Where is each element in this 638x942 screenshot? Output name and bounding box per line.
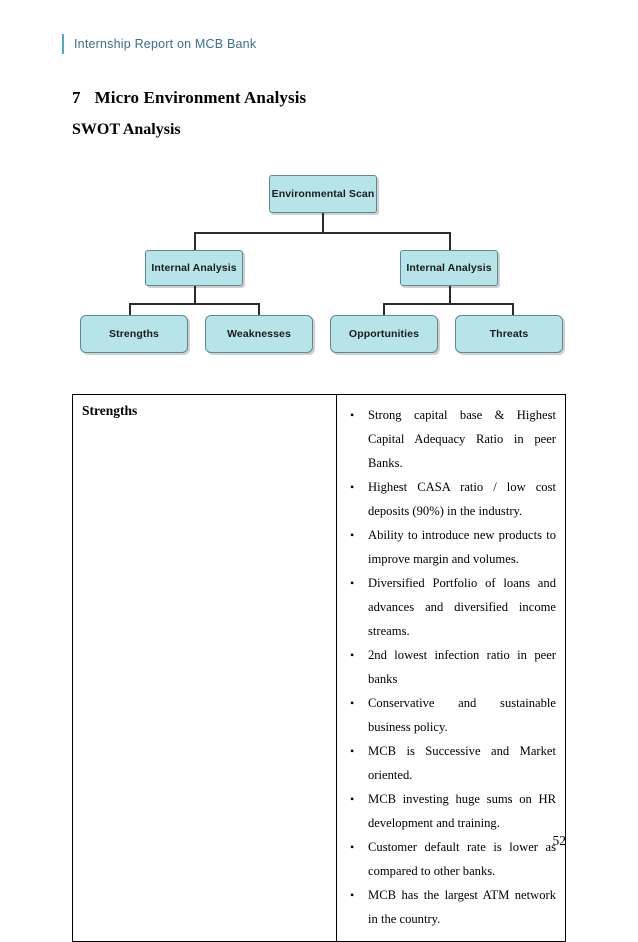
diagram-node-internal-analysis-right: Internal Analysis — [400, 250, 498, 286]
connector-left-stem — [194, 286, 196, 303]
connector-opportunities-drop — [383, 303, 385, 315]
connector-level2-drop-left — [194, 232, 196, 250]
table-row: Strengths Strong capital base & Highest … — [72, 394, 566, 942]
diagram-node-internal-analysis-right-label: Internal Analysis — [406, 262, 492, 274]
connector-threats-drop — [512, 303, 514, 315]
list-item: Strong capital base & Highest Capital Ad… — [346, 403, 556, 475]
connector-level2-drop-right — [449, 232, 451, 250]
diagram-node-threats: Threats — [455, 315, 563, 353]
connector-weaknesses-drop — [258, 303, 260, 315]
strengths-list: Strong capital base & Highest Capital Ad… — [346, 403, 556, 931]
connector-root-stem — [322, 213, 324, 232]
diagram-node-weaknesses: Weaknesses — [205, 315, 313, 353]
list-item: Diversified Portfolio of loans and advan… — [346, 571, 556, 643]
diagram-node-root-label: Environmental Scan — [271, 188, 375, 200]
diagram-node-threats-label: Threats — [489, 328, 529, 340]
connector-left-bus — [129, 303, 259, 305]
list-item: Conservative and sustainable business po… — [346, 691, 556, 739]
page-number: 52 — [552, 833, 567, 848]
header-accent-bar — [62, 34, 64, 54]
subsection-heading: SWOT Analysis — [72, 121, 181, 138]
list-item: 2nd lowest infection ratio in peer banks — [346, 643, 556, 691]
connector-strengths-drop — [129, 303, 131, 315]
diagram-node-strengths-label: Strengths — [109, 328, 159, 340]
diagram-node-strengths: Strengths — [80, 315, 188, 353]
strengths-category-title: Strengths — [82, 403, 138, 418]
list-item: MCB investing huge sums on HR developmen… — [346, 787, 556, 835]
list-item: Highest CASA ratio / low cost deposits (… — [346, 475, 556, 523]
running-header: Internship Report on MCB Bank — [62, 33, 256, 55]
diagram-node-opportunities-label: Opportunities — [348, 328, 420, 340]
table-cell-points: Strong capital base & Highest Capital Ad… — [336, 394, 566, 942]
list-item: MCB is Successive and Market oriented. — [346, 739, 556, 787]
section-heading: 7 Micro Environment Analysis — [72, 88, 306, 108]
diagram-node-root: Environmental Scan — [269, 175, 377, 213]
connector-level2-bus — [194, 232, 451, 234]
swot-tree-diagram: Environmental Scan Internal Analysis Int… — [72, 175, 572, 360]
section-number: 7 — [72, 88, 81, 107]
connector-right-bus — [383, 303, 513, 305]
diagram-node-weaknesses-label: Weaknesses — [227, 328, 291, 340]
swot-strengths-table: Strengths Strong capital base & Highest … — [72, 394, 566, 942]
diagram-node-internal-analysis-left-label: Internal Analysis — [151, 262, 237, 274]
diagram-node-internal-analysis-left: Internal Analysis — [145, 250, 243, 286]
section-title: Micro Environment Analysis — [94, 88, 307, 107]
list-item: MCB has the largest ATM network in the c… — [346, 883, 556, 931]
diagram-node-opportunities: Opportunities — [330, 315, 438, 353]
connector-right-stem — [449, 286, 451, 303]
list-item: Ability to introduce new products to imp… — [346, 523, 556, 571]
list-item: Customer default rate is lower as compar… — [346, 835, 556, 883]
running-header-text: Internship Report on MCB Bank — [74, 37, 257, 51]
table-cell-category: Strengths — [72, 394, 337, 942]
